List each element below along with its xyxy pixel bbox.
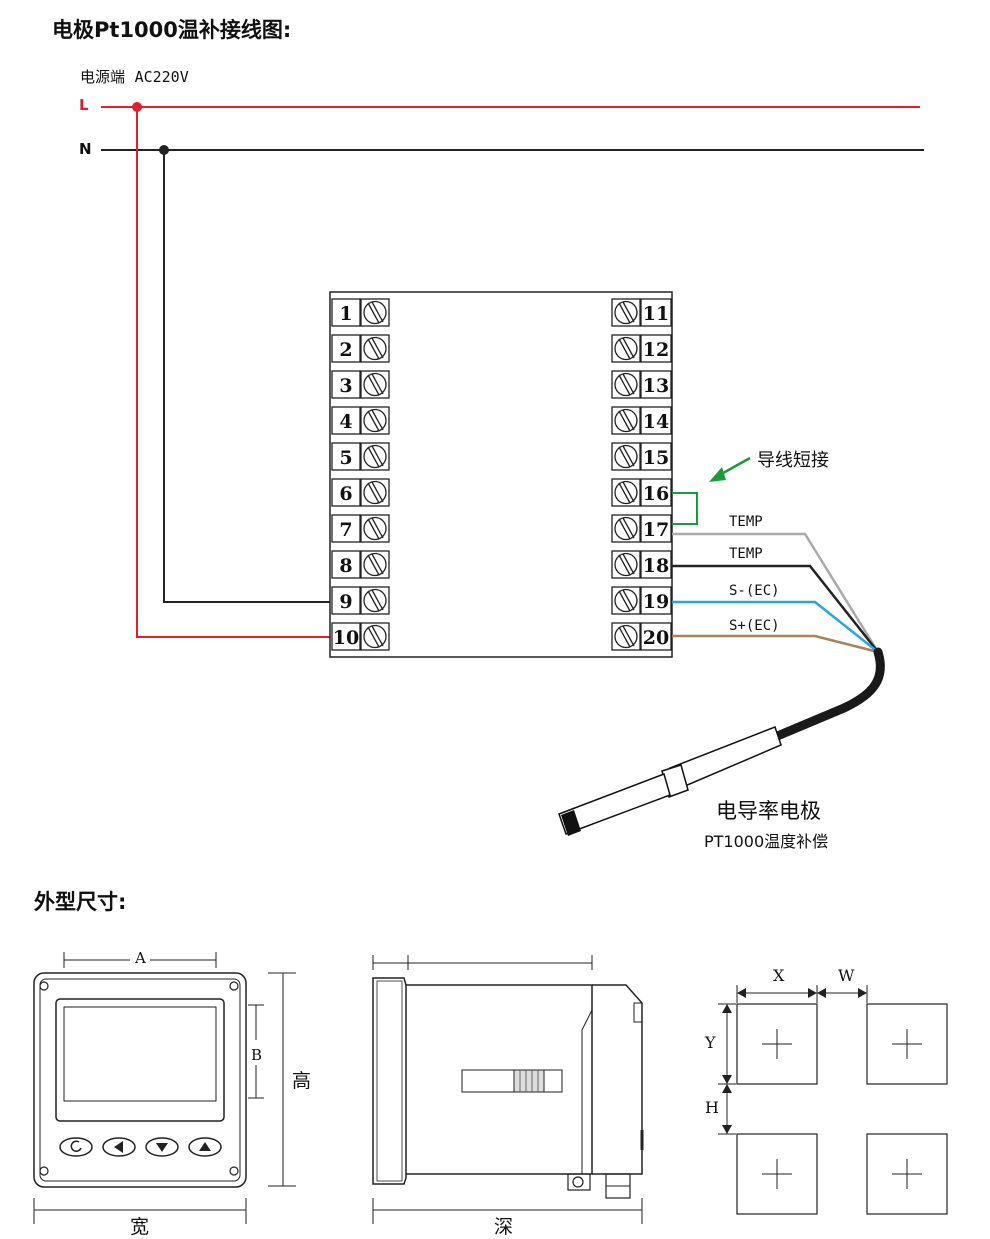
terminal-20: 20	[611, 622, 672, 651]
power-label-text: 电源端	[80, 68, 126, 86]
terminal-5: 5	[331, 442, 390, 471]
terminals-left: 1 2 3 4 5 6 7 8 9 10	[331, 298, 390, 651]
electrode-sub: PT1000温度补偿	[704, 832, 829, 851]
terminal-1: 1	[331, 298, 390, 327]
terminal-17: 17	[611, 514, 672, 543]
wire-label-s-plus: S+(EC)	[729, 618, 780, 634]
terminals-right: 11 12 13 14 15 16 17 18 19 20	[611, 298, 672, 651]
jumper-arrow-icon	[709, 456, 751, 482]
brand-logo: OHR	[126, 1104, 151, 1115]
front-button-left-icon	[102, 1137, 136, 1157]
wire-label-temp-1: TEMP	[729, 514, 763, 530]
terminal-14: 14	[611, 406, 672, 435]
cutout-y-label: Y	[705, 1033, 716, 1052]
power-voltage: AC220V	[134, 68, 189, 86]
terminal-13: 13	[611, 370, 672, 399]
dimensions-title: 外型尺寸:	[34, 890, 127, 914]
terminal-8: 8	[331, 550, 390, 579]
front-button-down-icon	[145, 1137, 179, 1157]
jumper-wire	[672, 492, 698, 525]
line-l-label: L	[79, 96, 89, 114]
terminal-15: 15	[611, 442, 672, 471]
dim-height-label: 高	[292, 1070, 312, 1092]
terminal-16: 16	[611, 478, 672, 507]
front-button-up-icon	[188, 1137, 222, 1157]
terminal-number-3: 3	[339, 375, 352, 397]
power-label: 电源端 AC220V	[80, 66, 189, 87]
cutout-w-label: W	[838, 966, 855, 985]
wire-label-s-minus: S-(EC)	[729, 583, 780, 599]
terminal-number-16: 16	[643, 483, 669, 505]
terminal-number-10: 10	[333, 627, 359, 649]
terminal-number-8: 8	[339, 555, 352, 577]
terminal-2: 2	[331, 334, 390, 363]
terminal-12: 12	[611, 334, 672, 363]
dim-b-label: B	[251, 1046, 263, 1064]
front-button-back-icon	[59, 1137, 93, 1157]
terminal-number-4: 4	[339, 411, 352, 433]
terminal-number-19: 19	[643, 591, 669, 613]
terminal-number-11: 11	[643, 303, 669, 325]
terminal-number-15: 15	[643, 447, 669, 469]
side-view-drawing	[372, 955, 644, 1224]
terminal-block	[329, 291, 673, 658]
terminal-3: 3	[331, 370, 390, 399]
dim-depth-label: 深	[494, 1216, 514, 1238]
screen-label: 显示区域	[99, 1048, 179, 1069]
front-view-drawing	[33, 952, 296, 1224]
terminal-number-20: 20	[643, 627, 669, 649]
terminal-6: 6	[331, 478, 390, 507]
terminal-number-17: 17	[643, 519, 669, 541]
terminal-10: 10	[331, 622, 390, 651]
cutout-x-label: X	[773, 966, 785, 985]
jumper-note: 导线短接	[757, 450, 829, 471]
terminal-number-1: 1	[339, 303, 352, 325]
wire-label-temp-2: TEMP	[729, 546, 763, 562]
wiring-title: 电极Pt1000温补接线图:	[52, 18, 292, 42]
terminal-4: 4	[331, 406, 390, 435]
terminal-number-12: 12	[643, 339, 669, 361]
terminal-number-14: 14	[643, 411, 669, 433]
terminal-number-13: 13	[643, 375, 669, 397]
terminal-number-18: 18	[643, 555, 669, 577]
terminal-18: 18	[611, 550, 672, 579]
terminal-number-5: 5	[339, 447, 352, 469]
terminal-9: 9	[331, 586, 390, 615]
line-n-label: N	[79, 140, 92, 158]
terminal-11: 11	[611, 298, 672, 327]
power-lines	[101, 102, 924, 638]
terminal-number-7: 7	[339, 519, 352, 541]
cutout-h-label: H	[705, 1098, 719, 1117]
terminal-number-6: 6	[339, 483, 352, 505]
terminal-number-2: 2	[339, 339, 352, 361]
electrode-name: 电导率电极	[716, 799, 821, 823]
terminal-number-9: 9	[339, 591, 352, 613]
terminal-7: 7	[331, 514, 390, 543]
cutout-view-drawing	[718, 985, 948, 1215]
dim-width-label: 宽	[130, 1216, 150, 1238]
dim-a-label: A	[135, 949, 146, 967]
terminal-19: 19	[611, 586, 672, 615]
